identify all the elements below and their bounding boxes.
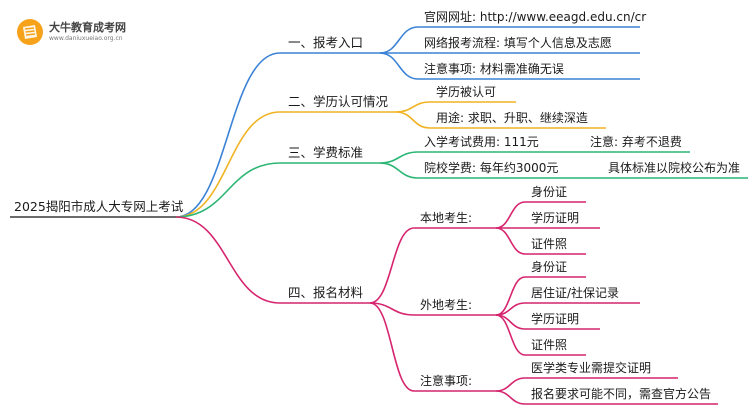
edge-branch1-child-0 bbox=[379, 26, 419, 54]
materials-nonlocal-diploma[interactable]: 学历证明 bbox=[531, 311, 579, 326]
materials-notes-medical[interactable]: 医学类专业需提交证明 bbox=[531, 360, 651, 375]
edge-branch4-group-2-item-0 bbox=[495, 377, 526, 392]
materials-local-photo[interactable]: 证件照 bbox=[531, 237, 567, 251]
edge-branch3-child-1 bbox=[379, 162, 419, 179]
connector-lines bbox=[175, 26, 526, 405]
logo-title: 大牛教育成考网 bbox=[49, 21, 126, 34]
materials-nonlocal-residence[interactable]: 居住证/社保记录 bbox=[531, 285, 619, 300]
root-node[interactable]: 2025揭阳市成人大专网上考试 bbox=[14, 199, 184, 214]
edge-branch2-child-1 bbox=[395, 111, 431, 129]
branch-entry-notes[interactable]: 注意事项: 材料需准确无误 bbox=[424, 61, 564, 76]
branch-recognition-recognized[interactable]: 学历被认可 bbox=[436, 84, 496, 99]
branch-entry-website[interactable]: 官网网址: http://www.eeagd.edu.cn/cr bbox=[424, 9, 646, 24]
edge-branch4-group-2-item-1 bbox=[495, 390, 526, 405]
branch-entry-process[interactable]: 网络报考流程: 填写个人信息及志愿 bbox=[424, 35, 612, 50]
branch-tuition-school-fee-note[interactable]: 具体标准以院校公布为准 bbox=[608, 160, 740, 175]
branch-recognition-usage[interactable]: 用途: 求职、升职、继续深造 bbox=[436, 110, 588, 125]
materials-nonlocal-id[interactable]: 身份证 bbox=[531, 259, 567, 274]
materials-notes-requirements[interactable]: 报名要求可能不同，需查官方公告 bbox=[531, 386, 711, 401]
edge-branch1-child-2 bbox=[379, 52, 419, 80]
edge-branch4-group-0-item-0 bbox=[495, 201, 526, 229]
materials-nonlocal-photo[interactable]: 证件照 bbox=[531, 338, 567, 352]
branch-tuition-exam-fee-note[interactable]: 注意: 弃考不退费 bbox=[590, 134, 682, 149]
materials-notes[interactable]: 注意事项: bbox=[420, 373, 472, 388]
edge-branch4-group-1 bbox=[369, 302, 415, 316]
materials-local[interactable]: 本地考生: bbox=[420, 211, 472, 225]
branch-tuition-exam-fee[interactable]: 入学考试费用: 111元 bbox=[424, 134, 539, 149]
branch-recognition[interactable]: 二、学历认可情况 bbox=[288, 94, 389, 109]
edge-root-branch2 bbox=[175, 111, 281, 218]
edge-branch4-group-2 bbox=[369, 302, 415, 392]
edge-branch2-child-0 bbox=[395, 101, 431, 113]
materials-nonlocal[interactable]: 外地考生: bbox=[420, 298, 472, 312]
edge-root-branch3 bbox=[175, 162, 281, 218]
branch-tuition-school-fee[interactable]: 院校学费: 每年约3000元 bbox=[424, 160, 558, 175]
materials-local-id[interactable]: 身份证 bbox=[531, 184, 567, 199]
logo-url: www.daniuxueiao.org.cn bbox=[49, 35, 123, 42]
logo-badge-icon bbox=[17, 19, 43, 45]
branch-tuition[interactable]: 三、学费标准 bbox=[288, 145, 363, 160]
branch-materials[interactable]: 四、报名材料 bbox=[288, 285, 364, 300]
edge-branch4-group-0-item-2 bbox=[495, 227, 526, 255]
logo: 大牛教育成考网 www.daniuxueiao.org.cn bbox=[16, 18, 156, 48]
branch-entry[interactable]: 一、报考入口 bbox=[288, 35, 363, 50]
edge-branch4-group-0 bbox=[369, 227, 415, 304]
edge-root-branch1 bbox=[175, 52, 281, 218]
node-labels: 2025揭阳市成人大专网上考试 一、报考入口 官网网址: http://www.… bbox=[14, 9, 740, 401]
materials-local-diploma[interactable]: 学历证明 bbox=[531, 210, 579, 225]
edge-branch3-child-0 bbox=[379, 151, 419, 164]
edge-root-branch4 bbox=[175, 216, 281, 304]
node-underlines bbox=[10, 26, 748, 405]
edge-branch4-group-1-item-3 bbox=[495, 314, 526, 356]
